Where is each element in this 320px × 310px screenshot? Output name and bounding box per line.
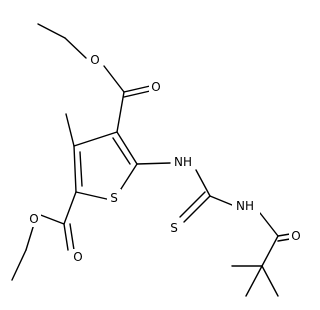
bond bbox=[75, 191, 112, 201]
atom-label: NH bbox=[236, 199, 254, 213]
bond bbox=[118, 163, 138, 193]
bond bbox=[63, 223, 69, 251]
atom-label: S bbox=[170, 221, 178, 235]
bonds bbox=[11, 23, 291, 297]
bond bbox=[209, 195, 233, 206]
bond bbox=[37, 23, 66, 39]
bond bbox=[112, 137, 131, 165]
bond bbox=[277, 238, 291, 242]
atom-labels: O O NH S NH S O O O bbox=[27, 52, 303, 265]
bond bbox=[103, 65, 125, 93]
bond bbox=[69, 223, 75, 251]
atom-label: S bbox=[110, 191, 118, 205]
bond bbox=[25, 223, 35, 251]
atom-label: O bbox=[291, 229, 300, 243]
bond bbox=[123, 90, 151, 98]
bond bbox=[116, 131, 138, 165]
bond bbox=[11, 249, 27, 281]
bond bbox=[73, 145, 77, 193]
bond bbox=[79, 151, 83, 187]
bond bbox=[63, 191, 77, 225]
bond bbox=[195, 169, 211, 197]
bond bbox=[116, 91, 125, 133]
bond bbox=[261, 265, 279, 297]
atom-label: O bbox=[151, 80, 160, 94]
atom-label: O bbox=[73, 250, 82, 264]
bond bbox=[261, 235, 279, 267]
bond bbox=[37, 213, 65, 225]
bond bbox=[245, 265, 263, 297]
bond bbox=[65, 113, 75, 147]
bond bbox=[259, 212, 279, 237]
bond bbox=[179, 191, 206, 218]
atom-label: O bbox=[29, 212, 38, 226]
bond bbox=[183, 195, 211, 223]
atom-label: O bbox=[90, 53, 99, 67]
bond bbox=[73, 131, 118, 147]
atom-label: NH bbox=[174, 155, 192, 169]
structure-drawing: O O NH S NH S O O O bbox=[11, 23, 303, 297]
bond bbox=[136, 162, 171, 165]
molecule-structure: O O NH S NH S O O O bbox=[11, 23, 303, 297]
bond bbox=[64, 37, 87, 59]
bond bbox=[277, 233, 291, 237]
bond bbox=[123, 85, 151, 93]
